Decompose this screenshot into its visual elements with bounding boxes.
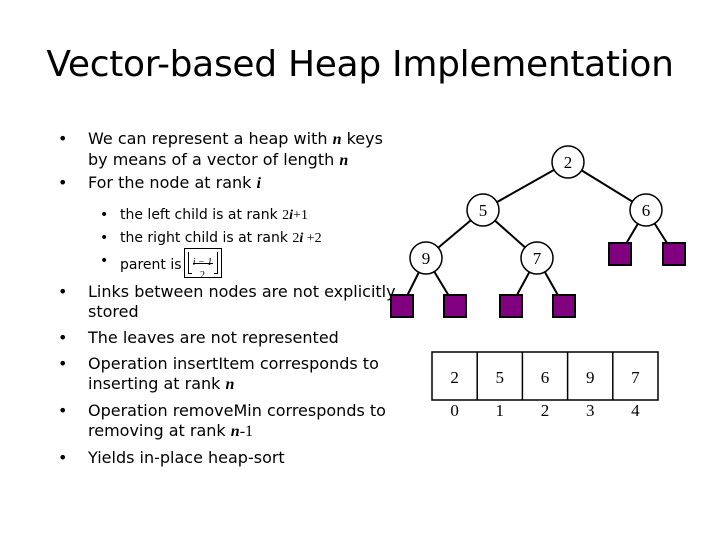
heap-node-label: 6 — [642, 201, 651, 220]
leaf-node — [662, 242, 686, 266]
tree-leaves — [390, 242, 686, 318]
heap-vector: 2 5 6 9 7 0 1 2 3 4 — [431, 351, 659, 420]
heap-node-label: 9 — [422, 249, 431, 268]
bullet-links: Links between nodes are not explicitly s… — [58, 282, 398, 322]
vector-cell-value: 2 — [450, 368, 459, 387]
leaf-node — [552, 294, 576, 318]
sub-bullet-left-child: the left child is at rank 2i+1 — [58, 204, 398, 227]
heap-node — [629, 193, 663, 227]
bullet-heap-vector: We can represent a heap with n keys by m… — [58, 129, 398, 171]
leaf-node — [390, 294, 414, 318]
tree-nodes: 2 5 6 9 7 — [409, 145, 663, 275]
leaf-node — [499, 294, 523, 318]
bullet-insert: Operation insertItem corresponds to inse… — [58, 354, 398, 395]
leaf-node — [608, 242, 632, 266]
heap-node — [409, 241, 443, 275]
bullet-remove: Operation removeMin corresponds to remov… — [58, 401, 398, 442]
vector-index: 1 — [496, 401, 505, 420]
heap-node-label: 2 — [564, 153, 573, 172]
bullet-list: We can represent a heap with n keys by m… — [58, 129, 398, 468]
page-title: Vector-based Heap Implementation — [46, 44, 674, 85]
sub-bullet-right-child: the right child is at rank 2i +2 — [58, 227, 398, 250]
bullet-node-rank: For the node at rank i — [58, 173, 398, 194]
vector-cell-value: 5 — [496, 368, 505, 387]
vector-cell-value: 6 — [541, 368, 550, 387]
vector-index: 4 — [631, 401, 640, 420]
sub-bullet-parent: parent isi − 12 — [58, 248, 398, 281]
vector-cell-value: 9 — [586, 368, 595, 387]
vector-index: 3 — [586, 401, 595, 420]
vector-cell-value: 7 — [631, 368, 640, 387]
heap-node — [466, 193, 500, 227]
bullet-heapsort: Yields in-place heap-sort — [58, 448, 398, 468]
vector-box — [431, 351, 659, 401]
vector-index: 0 — [450, 401, 459, 420]
bullet-leaves: The leaves are not represented — [58, 328, 398, 348]
heap-node — [551, 145, 585, 179]
heap-node-label: 7 — [533, 249, 542, 268]
leaf-node — [443, 294, 467, 318]
heap-node-label: 5 — [479, 201, 488, 220]
vector-index: 2 — [541, 401, 550, 420]
heap-node — [520, 241, 554, 275]
tree-edges — [401, 161, 675, 307]
